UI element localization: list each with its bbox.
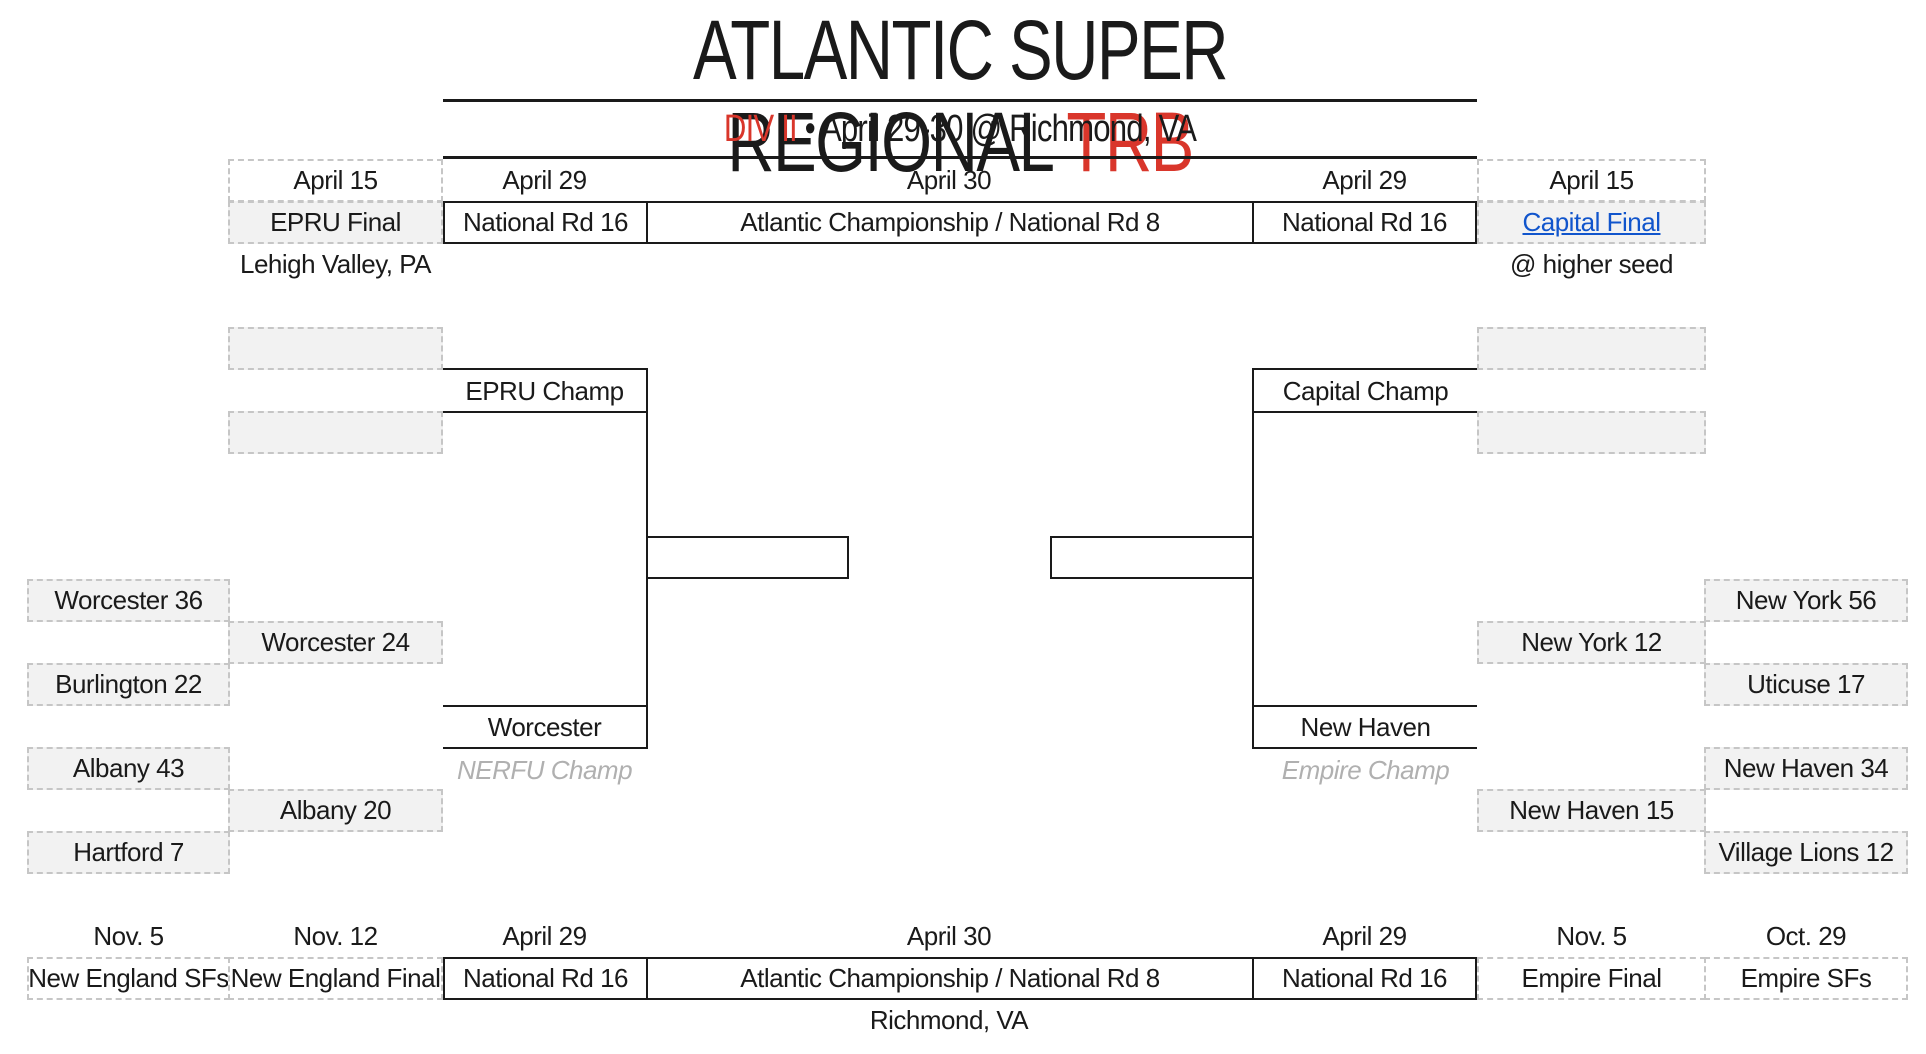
- bottom-label-4: Atlantic Championship / National Rd 8: [646, 957, 1254, 1000]
- subtitle-division: DIV II: [723, 108, 798, 150]
- right-final-team-1: New York 12: [1477, 621, 1706, 664]
- right-sf-team-2: Uticuse 17: [1704, 663, 1908, 706]
- top-right-rd16-label: National Rd 16: [1252, 201, 1477, 244]
- capital-final-link[interactable]: Capital Final: [1522, 207, 1661, 237]
- top-right-event-link[interactable]: Capital Final: [1477, 201, 1706, 244]
- right-champ-top: Capital Champ: [1282, 376, 1449, 406]
- bottom-label-6: Empire Final: [1477, 957, 1706, 1000]
- left-champ-bottom-rule: [443, 705, 648, 707]
- bottom-date-5: April 29: [1322, 921, 1407, 951]
- empty-slot-left-1: [228, 327, 443, 370]
- top-center-label: Atlantic Championship / National Rd 8: [646, 201, 1254, 244]
- left-sf-team-4: Hartford 7: [27, 831, 230, 874]
- bottom-label-2: New England Final: [228, 957, 443, 1000]
- bottom-label-7: Empire SFs: [1704, 957, 1908, 1000]
- bottom-date-4: April 30: [906, 921, 992, 951]
- bottom-date-2: Nov. 12: [293, 921, 378, 951]
- right-bottom-note: Empire Champ: [1281, 755, 1450, 785]
- right-semifinal-slot: [1050, 536, 1254, 579]
- left-final-team-1: Worcester 24: [228, 621, 443, 664]
- right-sf-team-3: New Haven 34: [1704, 747, 1908, 790]
- right-champ-bottom-rule: [1252, 705, 1477, 707]
- title-main: ATLANTIC SUPER REGIONAL: [693, 3, 1229, 189]
- right-final-team-2: New Haven 15: [1477, 789, 1706, 832]
- right-champ-bottom: New Haven: [1300, 712, 1431, 742]
- right-champ-top-underline: [1252, 411, 1477, 413]
- left-final-team-2: Albany 20: [228, 789, 443, 832]
- top-left-rd16-label: National Rd 16: [443, 201, 648, 244]
- top-center-date: April 30: [906, 165, 992, 195]
- right-champ-top-rule: [1252, 368, 1477, 370]
- left-sf-team-2: Burlington 22: [27, 663, 230, 706]
- empty-slot-left-2: [228, 411, 443, 454]
- top-left-rd16-date: April 29: [502, 165, 587, 195]
- bottom-date-6: Nov. 5: [1556, 921, 1627, 951]
- title-accent: TRB: [1066, 95, 1194, 189]
- left-semifinal-slot: [646, 536, 849, 579]
- bottom-date-3: April 29: [502, 921, 587, 951]
- title-rule: [443, 99, 1477, 102]
- empty-slot-right-1: [1477, 327, 1706, 370]
- left-sf-team-3: Albany 43: [27, 747, 230, 790]
- top-right-rd16-date: April 29: [1322, 165, 1407, 195]
- top-left-location: Lehigh Valley, PA: [240, 249, 431, 279]
- left-champ-bottom-underline: [443, 747, 648, 749]
- right-bracket-vertical: [1252, 368, 1254, 748]
- left-sf-team-1: Worcester 36: [27, 579, 230, 622]
- right-sf-team-1: New York 56: [1704, 579, 1908, 622]
- empty-slot-right-2: [1477, 411, 1706, 454]
- top-right-date: April 15: [1477, 159, 1706, 202]
- subtitle-dates: • April 29-30 @ Richmond, VA: [796, 108, 1197, 150]
- left-bottom-note: NERFU Champ: [456, 755, 633, 785]
- left-champ-top: EPRU Champ: [465, 376, 624, 406]
- top-left-date: April 15: [228, 159, 443, 202]
- bottom-label-3: National Rd 16: [443, 957, 648, 1000]
- bottom-label-1: New England SFs: [27, 957, 230, 1000]
- bottom-label-5: National Rd 16: [1252, 957, 1477, 1000]
- top-header-rule: [443, 156, 1477, 159]
- bottom-date-7: Oct. 29: [1765, 921, 1847, 951]
- top-left-event: EPRU Final: [228, 201, 443, 244]
- left-champ-top-underline: [443, 411, 648, 413]
- top-right-location: @ higher seed: [1510, 249, 1674, 279]
- bottom-date-1: Nov. 5: [93, 921, 164, 951]
- left-champ-top-rule: [443, 368, 648, 370]
- right-sf-team-4: Village Lions 12: [1704, 831, 1908, 874]
- bottom-location: Richmond, VA: [869, 1005, 1029, 1035]
- page-subtitle: DIV II • April 29-30 @ Richmond, VA: [536, 104, 1384, 154]
- page-title: ATLANTIC SUPER REGIONAL TRB: [557, 4, 1364, 188]
- right-champ-bottom-underline: [1252, 747, 1477, 749]
- left-champ-bottom: Worcester: [487, 712, 602, 742]
